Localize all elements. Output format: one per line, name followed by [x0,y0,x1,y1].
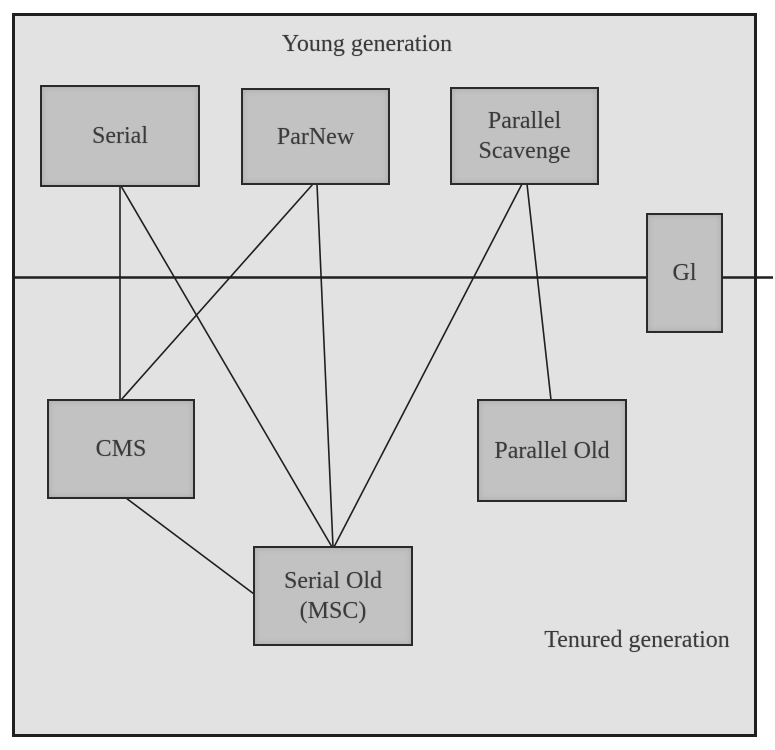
box-parallel-scavenge-label-line2: Scavenge [478,138,571,164]
box-cms: CMS [47,399,195,499]
box-g1-label: Gl [672,260,697,286]
edge-parallel-scavenge-parallel-old [526,183,552,401]
box-parallel-old: Parallel Old [477,399,627,502]
box-cms-label: CMS [95,436,147,462]
box-serial-old-label-line1: Serial Old [284,568,382,594]
edge-serial-serial-old [120,185,333,548]
edge-parnew-cms [120,183,314,401]
box-serial-label: Serial [92,123,148,149]
box-serial: Serial [40,85,200,187]
box-parnew-label: ParNew [276,123,355,150]
box-serial-old: Serial Old (MSC) [253,546,413,646]
box-g1: Gl [646,213,723,333]
box-parallel-old-label: Parallel Old [494,437,610,464]
edge-parallel-scavenge-serial-old [333,183,523,548]
edge-cms-serial-old [125,497,255,595]
edge-parnew-serial-old [316,183,334,548]
box-parallel-scavenge: Parallel Scavenge [450,87,599,185]
box-serial-old-label-line2: (MSC) [299,598,367,624]
young-generation-label: Young generation [281,31,453,57]
tenured-generation-label: Tenured generation [544,627,730,653]
box-parallel-scavenge-label-line1: Parallel [487,108,562,134]
box-parnew: ParNew [241,88,390,185]
